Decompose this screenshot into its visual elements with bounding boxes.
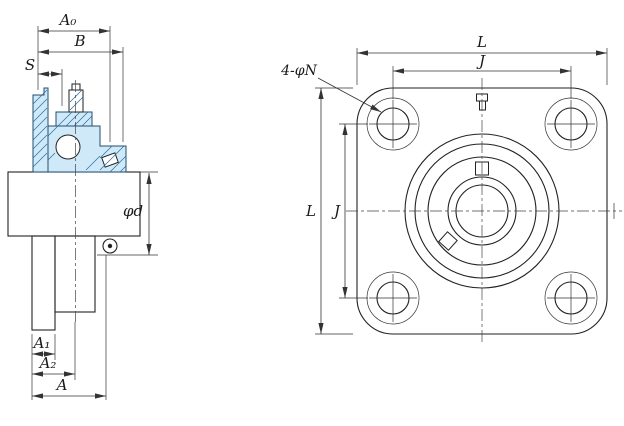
- dim-label-a2: A₂: [38, 354, 57, 372]
- section-hatching: [32, 89, 127, 173]
- shaft: [54, 235, 96, 313]
- dim-label-j-left: J: [331, 202, 341, 220]
- bolt-end-center: [107, 243, 113, 249]
- dim-label-l-left: L: [305, 202, 316, 220]
- bolt-note-leader: [317, 77, 382, 113]
- mounting-structure: [7, 171, 141, 331]
- stud-tip: [71, 83, 81, 91]
- bolt-end: [102, 238, 118, 254]
- support-strip: [31, 235, 56, 331]
- housing-section: [32, 83, 127, 173]
- dim-label-s: S: [25, 56, 35, 74]
- front-extension-lines: [315, 48, 608, 335]
- dim-label-a: A: [55, 376, 68, 394]
- ball: [55, 134, 81, 160]
- bolt-hole-top-left: [366, 97, 420, 151]
- bolt-note-label: 4-φN: [280, 63, 317, 79]
- cap-section: [55, 111, 93, 127]
- bolt-hole-bottom-right: [544, 271, 598, 325]
- dim-label-a1: A₁: [32, 334, 51, 352]
- dim-label-j-top: J: [476, 52, 486, 70]
- side-extension-lines: [31, 26, 158, 400]
- dim-label-a0: A₀: [58, 11, 77, 29]
- dim-label-l-top: L: [476, 33, 487, 51]
- dim-label-d: φd: [123, 202, 143, 220]
- front-dimension-lines: [317, 50, 607, 334]
- side-dimension-lines: [32, 28, 152, 399]
- bolt-hole-top-right: [544, 97, 598, 151]
- set-screw-side: [438, 231, 458, 251]
- front-view: L J L J 4-φN: [280, 33, 622, 344]
- side-view: A₀ B S φd A₁ A₂ A: [7, 11, 158, 400]
- mounting-band: [7, 171, 141, 237]
- bolt-hole-bottom-left: [366, 271, 420, 325]
- dim-label-b: B: [73, 32, 85, 50]
